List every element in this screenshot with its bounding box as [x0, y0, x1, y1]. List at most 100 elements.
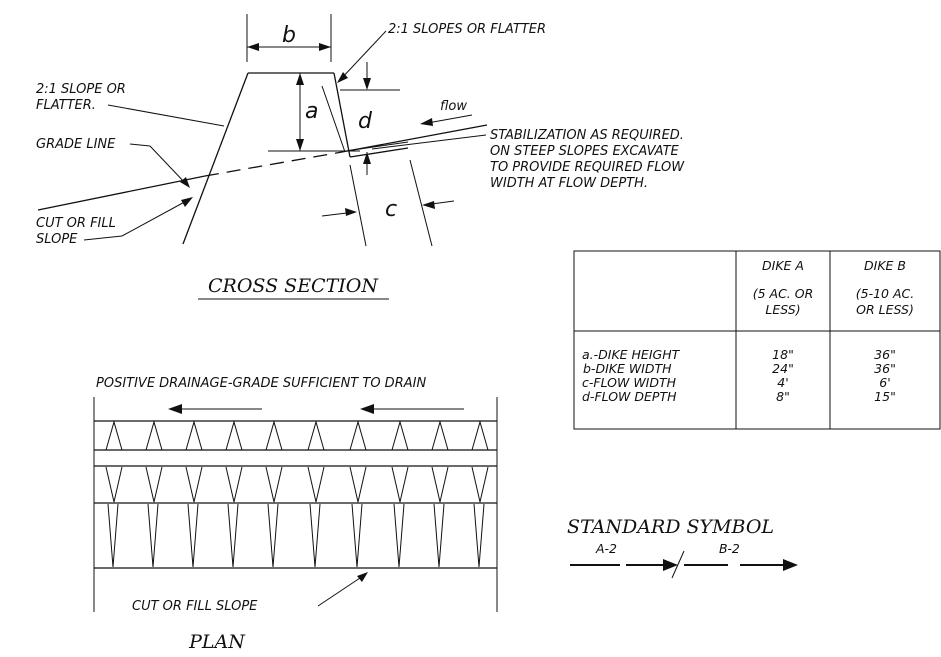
- col-b-header-3: OR LESS): [856, 302, 914, 317]
- dim-c-label: c: [385, 197, 397, 222]
- col-b-header-1: DIKE B: [864, 258, 906, 273]
- plan-slope-tick: [309, 503, 321, 568]
- plan-up-triangle: [431, 420, 449, 451]
- plan-down-triangle: [105, 466, 123, 503]
- grade-leader-1: [129, 143, 151, 147]
- plan-slope-tick: [267, 503, 279, 568]
- stab-line1: STABILIZATION AS REQUIRED.: [490, 128, 684, 143]
- grade-line-solid-right: [341, 124, 488, 153]
- stab-leader: [371, 134, 487, 150]
- plan-down-triangle: [471, 466, 489, 503]
- slope-leader: [107, 104, 225, 127]
- dike-table: DIKE A (5 AC. OR LESS) DIKE B (5-10 AC. …: [573, 250, 941, 430]
- grade-leader-arrow: [180, 177, 190, 188]
- plan-arrow-right-head: [360, 404, 374, 414]
- row-label: a.-DIKE HEIGHT: [582, 347, 681, 362]
- channel-inner-line: [321, 85, 346, 153]
- table-border: [573, 250, 941, 430]
- plan-view: POSITIVE DRAINAGE-GRADE SUFFICIENT TO DR…: [93, 376, 498, 653]
- plan-slope-tick: [227, 503, 239, 568]
- row-value-a: 24": [772, 361, 794, 376]
- dim-c-ext-right: [409, 159, 433, 247]
- symbol-label-b: B-2: [719, 541, 740, 556]
- grade-line-label: GRADE LINE: [36, 137, 116, 152]
- row-value-b: 15": [874, 389, 896, 404]
- plan-down-triangle: [431, 466, 449, 503]
- col-a-header-3: LESS): [765, 302, 800, 317]
- dim-c-arrow-left: [345, 208, 357, 216]
- plan-slope-tick: [187, 503, 199, 568]
- row-value-b: 36": [874, 347, 896, 362]
- symbol-label-a: A-2: [595, 541, 617, 556]
- col-b-header-2: (5-10 AC.: [856, 286, 914, 301]
- plan-up-triangle: [471, 420, 489, 451]
- cut-fill-leader-arrow: [181, 197, 193, 207]
- plan-up-triangle: [391, 420, 409, 451]
- stab-line4: WIDTH AT FLOW DEPTH.: [490, 176, 648, 191]
- stab-line3: TO PROVIDE REQUIRED FLOW: [490, 160, 685, 175]
- drainage-label: POSITIVE DRAINAGE-GRADE SUFFICIENT TO DR…: [96, 376, 426, 391]
- cross-section: b a d c 2:1 SLOPES OR FLATTER 2:1 SLOPE …: [36, 14, 685, 300]
- plan-arrow-left-head: [168, 404, 182, 414]
- row-value-b: 6': [879, 375, 890, 390]
- slopes-leader: [339, 30, 387, 81]
- row-label: b-DIKE WIDTH: [583, 361, 672, 376]
- plan-down-triangle: [265, 466, 283, 503]
- slopes-label: 2:1 SLOPES OR FLATTER: [388, 22, 546, 37]
- dim-d-arrow-top: [363, 78, 371, 90]
- plan-cut-fill-leader: [317, 573, 367, 607]
- plan-cut-fill-arrow: [357, 572, 368, 582]
- dim-b-arrow-right: [319, 43, 331, 51]
- dim-b-label: b: [282, 23, 296, 48]
- plan-up-triangle: [307, 420, 325, 451]
- dim-d-arrow-bottom: [363, 152, 371, 164]
- standard-symbol: STANDARD SYMBOL A-2 B-2: [567, 516, 798, 579]
- cut-fill-line2: SLOPE: [36, 232, 78, 247]
- slope-label-line2: FLATTER.: [36, 98, 96, 113]
- dim-c-arrow-right: [422, 201, 435, 209]
- dike-left-slope: [182, 72, 249, 245]
- row-value-b: 36": [874, 361, 896, 376]
- dim-c-ext-left: [349, 164, 367, 247]
- cross-section-title: CROSS SECTION: [208, 275, 379, 297]
- dim-a-arrow-bottom: [296, 139, 304, 151]
- plan-slope-tick: [351, 503, 363, 568]
- plan-down-triangle: [391, 466, 409, 503]
- grade-line-dashed: [204, 151, 343, 177]
- plan-up-triangle: [185, 420, 203, 451]
- symbol-arrow-2: [783, 559, 798, 571]
- row-label: d-FLOW DEPTH: [582, 389, 677, 404]
- plan-up-triangle: [349, 420, 367, 451]
- plan-slope-tick: [107, 503, 119, 568]
- row-value-a: 8": [776, 389, 790, 404]
- col-a-header-1: DIKE A: [762, 258, 804, 273]
- plan-slope-tick: [147, 503, 159, 568]
- standard-symbol-title: STANDARD SYMBOL: [567, 516, 774, 538]
- slopes-leader-arrow: [337, 72, 348, 83]
- channel-bottom: [349, 147, 409, 158]
- dike-right-slope: [333, 72, 351, 158]
- dim-b-arrow-left: [247, 43, 259, 51]
- symbol-arrow-1: [663, 559, 678, 571]
- flow-arrow-head: [420, 118, 433, 126]
- row-value-a: 4': [777, 375, 788, 390]
- cut-fill-leader-1: [83, 235, 123, 241]
- plan-down-triangle: [225, 466, 243, 503]
- grade-line-solid-left: [37, 175, 206, 211]
- plan-down-triangle: [145, 466, 163, 503]
- plan-title: PLAN: [188, 631, 246, 653]
- row-value-a: 18": [772, 347, 794, 362]
- plan-slope-symbols: [105, 420, 489, 568]
- plan-down-triangle: [185, 466, 203, 503]
- dim-a-label: a: [305, 99, 318, 124]
- stab-line2: ON STEEP SLOPES EXCAVATE: [490, 144, 680, 159]
- row-label: c-FLOW WIDTH: [582, 375, 677, 390]
- plan-down-triangle: [307, 466, 325, 503]
- dim-a-arrow-top: [296, 73, 304, 85]
- plan-slope-tick: [473, 503, 485, 568]
- plan-up-triangle: [145, 420, 163, 451]
- grade-leader-2: [149, 145, 188, 186]
- plan-up-triangle: [265, 420, 283, 451]
- plan-slope-tick: [433, 503, 445, 568]
